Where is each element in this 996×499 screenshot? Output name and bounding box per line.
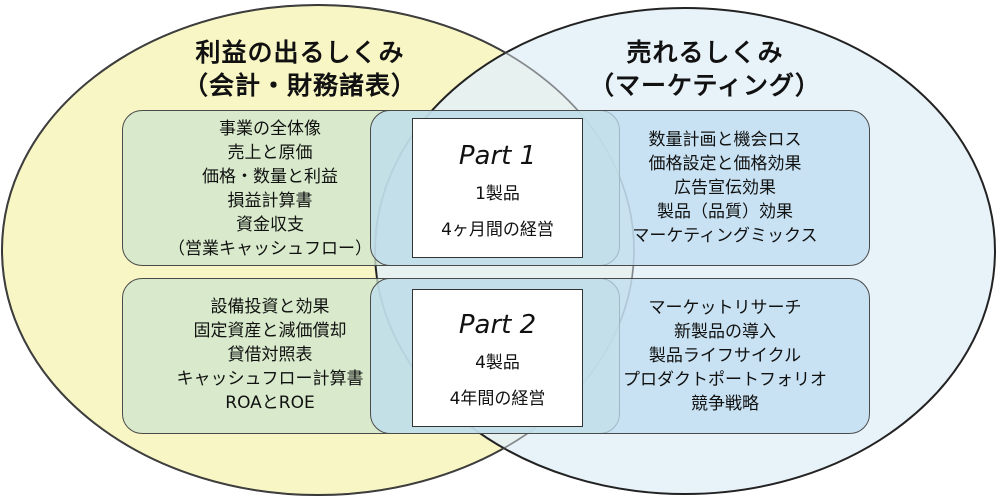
list-item: 固定資産と減価償却 bbox=[193, 321, 347, 341]
part2-box: Part 2 4製品 4年間の経営 bbox=[412, 289, 583, 427]
list-item: 損益計算書 bbox=[227, 191, 313, 211]
left-circle-title: 利益の出るしくみ （会計・財務諸表） bbox=[150, 36, 450, 102]
list-item: 製品（品質）効果 bbox=[657, 202, 793, 222]
list-item: キャッシュフロー計算書 bbox=[176, 369, 364, 389]
list-item: 設備投資と効果 bbox=[210, 297, 330, 317]
part1-period: 4ヶ月間の経営 bbox=[441, 220, 554, 240]
part2-title: Part 2 bbox=[458, 310, 537, 340]
list-item: マーケットリサーチ bbox=[648, 298, 802, 318]
part1-box: Part 1 1製品 4ヶ月間の経営 bbox=[412, 118, 583, 258]
list-item: 売上と原価 bbox=[227, 143, 313, 163]
bottom-left-list: 設備投資と効果 固定資産と減価償却 貸借対照表 キャッシュフロー計算書 ROAと… bbox=[130, 295, 410, 415]
list-item: 資金収支 bbox=[236, 215, 304, 235]
left-title-line1: 利益の出るしくみ bbox=[195, 38, 405, 67]
right-title-line2: （マーケティング） bbox=[588, 71, 821, 100]
list-item: 数量計画と機会ロス bbox=[648, 130, 802, 150]
list-item: 貸借対照表 bbox=[227, 345, 313, 365]
right-circle-title: 売れるしくみ （マーケティング） bbox=[555, 36, 855, 102]
list-item: 競争戦略 bbox=[691, 394, 759, 414]
right-title-line1: 売れるしくみ bbox=[626, 38, 784, 67]
list-item: 事業の全体像 bbox=[219, 119, 321, 139]
list-item: 価格・数量と利益 bbox=[202, 167, 338, 187]
list-item: 価格設定と価格効果 bbox=[648, 154, 802, 174]
list-item: 広告宣伝効果 bbox=[674, 178, 776, 198]
list-item: 製品ライフサイクル bbox=[648, 346, 802, 366]
part2-products: 4製品 bbox=[475, 353, 520, 373]
part1-products: 1製品 bbox=[475, 184, 520, 204]
list-item: プロダクトポートフォリオ bbox=[623, 370, 827, 390]
part1-title: Part 1 bbox=[458, 141, 537, 171]
top-right-list: 数量計画と機会ロス 価格設定と価格効果 広告宣伝効果 製品（品質）効果 マーケテ… bbox=[585, 128, 865, 248]
list-item: 新製品の導入 bbox=[674, 322, 776, 342]
bottom-right-list: マーケットリサーチ 新製品の導入 製品ライフサイクル プロダクトポートフォリオ … bbox=[585, 296, 865, 416]
list-item: （営業キャッシュフロー） bbox=[168, 239, 372, 259]
part2-period: 4年間の経営 bbox=[449, 389, 546, 409]
top-left-list: 事業の全体像 売上と原価 価格・数量と利益 損益計算書 資金収支 （営業キャッシ… bbox=[130, 117, 410, 261]
list-item: マーケティングミックス bbox=[632, 226, 818, 246]
list-item: ROAとROE bbox=[225, 393, 315, 413]
left-title-line2: （会計・財務諸表） bbox=[182, 71, 417, 100]
